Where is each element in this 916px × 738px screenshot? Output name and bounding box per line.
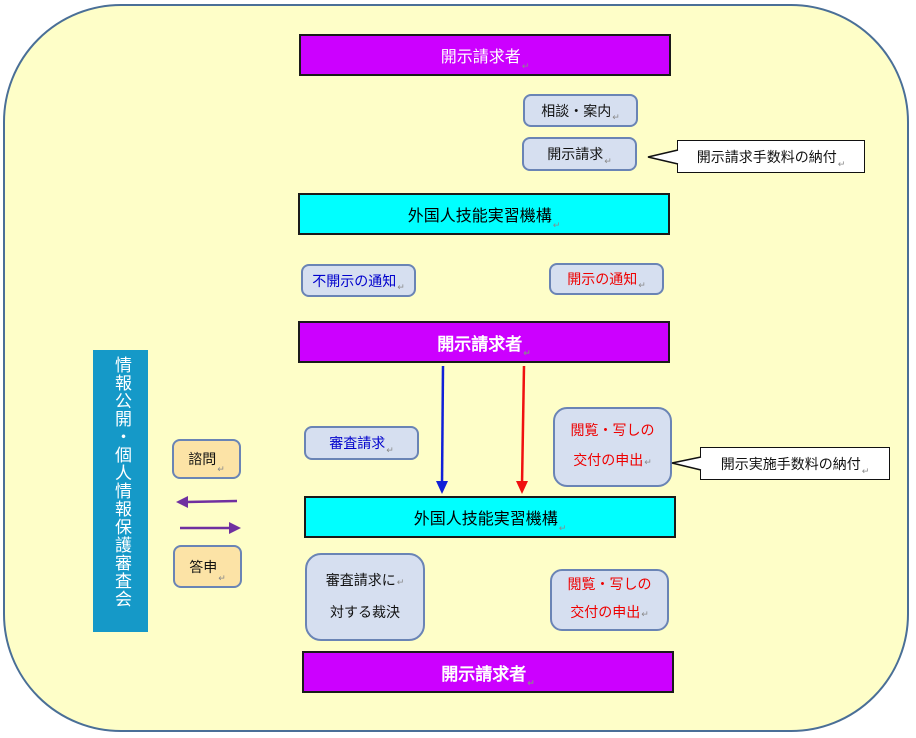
background-panel bbox=[3, 4, 909, 732]
request-fee-callout: 開示請求手数料の納付↵ bbox=[677, 140, 865, 173]
blue-arrow-head bbox=[436, 481, 448, 494]
review-request-label: 審査請求 bbox=[329, 436, 386, 452]
blue-arrow-line bbox=[440, 365, 445, 486]
decision-line-1: 審査請求に↵ bbox=[325, 573, 405, 589]
review-request-box: 審査請求↵ bbox=[304, 426, 419, 460]
requester-box-top: 開示請求者↵ bbox=[299, 34, 671, 76]
viewing-request-box-1: 閲覧・写しの 交付の申出↵ bbox=[553, 407, 672, 487]
decision-box: 審査請求に↵ 対する裁決 bbox=[305, 553, 425, 641]
red-arrow-line bbox=[520, 365, 526, 486]
consultation-label: 相談・案内 bbox=[541, 103, 612, 120]
red-arrow-head bbox=[516, 481, 528, 494]
viewing-request-2-line-2: 交付の申出↵ bbox=[570, 605, 649, 621]
organization-2-label: 外国人技能実習機構 bbox=[413, 509, 558, 528]
viewing-request-1-line-2: 交付の申出↵ bbox=[573, 453, 652, 469]
requester-bottom-label: 開示請求者 bbox=[441, 664, 527, 685]
disclosure-request-box: 開示請求↵ bbox=[522, 137, 637, 171]
review-committee-label: 情報公開・個人情報保護審査会 bbox=[111, 356, 131, 608]
organization-box-1: 外国人技能実習機構↵ bbox=[298, 193, 670, 235]
disclosure-request-label: 開示請求 bbox=[547, 147, 604, 163]
report-box: 答申↵ bbox=[173, 545, 242, 588]
disclosure-notice-box: 開示の通知↵ bbox=[549, 263, 664, 295]
non-disclosure-notice-box: 不開示の通知↵ bbox=[301, 264, 416, 297]
disclosure-notice-label: 開示の通知 bbox=[567, 272, 638, 288]
purple-arrow-left-head bbox=[176, 496, 188, 508]
review-committee-bar: 情報公開・個人情報保護審査会 bbox=[93, 350, 148, 632]
requester-box-bottom: 開示請求者↵ bbox=[302, 651, 674, 693]
viewing-request-1-line-1: 閲覧・写しの bbox=[570, 423, 655, 439]
request-fee-label: 開示請求手数料の納付 bbox=[696, 149, 837, 166]
decision-line-2: 対する裁決 bbox=[330, 605, 400, 621]
inquiry-label: 諮問 bbox=[188, 452, 217, 468]
request-fee-callout-pointer bbox=[647, 149, 679, 165]
requester-middle-label: 開示請求者 bbox=[437, 334, 523, 355]
implementation-fee-callout-pointer bbox=[671, 456, 702, 471]
organization-1-label: 外国人技能実習機構 bbox=[407, 206, 552, 225]
report-label: 答申 bbox=[189, 559, 218, 576]
inquiry-box: 諮問↵ bbox=[172, 439, 241, 479]
implementation-fee-callout: 開示実施手数料の納付↵ bbox=[700, 447, 890, 480]
organization-box-2: 外国人技能実習機構↵ bbox=[304, 496, 676, 538]
purple-arrow-left-line bbox=[185, 499, 238, 504]
viewing-request-box-2: 閲覧・写しの 交付の申出↵ bbox=[550, 569, 669, 631]
requester-box-middle: 開示請求者↵ bbox=[298, 321, 670, 363]
viewing-request-2-line-1: 閲覧・写しの bbox=[567, 577, 652, 593]
requester-top-label: 開示請求者 bbox=[440, 47, 521, 66]
implementation-fee-label: 開示実施手数料の納付 bbox=[720, 456, 861, 473]
non-disclosure-notice-label: 不開示の通知 bbox=[312, 273, 397, 290]
purple-arrow-right-head bbox=[229, 522, 241, 534]
consultation-box: 相談・案内↵ bbox=[523, 94, 638, 127]
